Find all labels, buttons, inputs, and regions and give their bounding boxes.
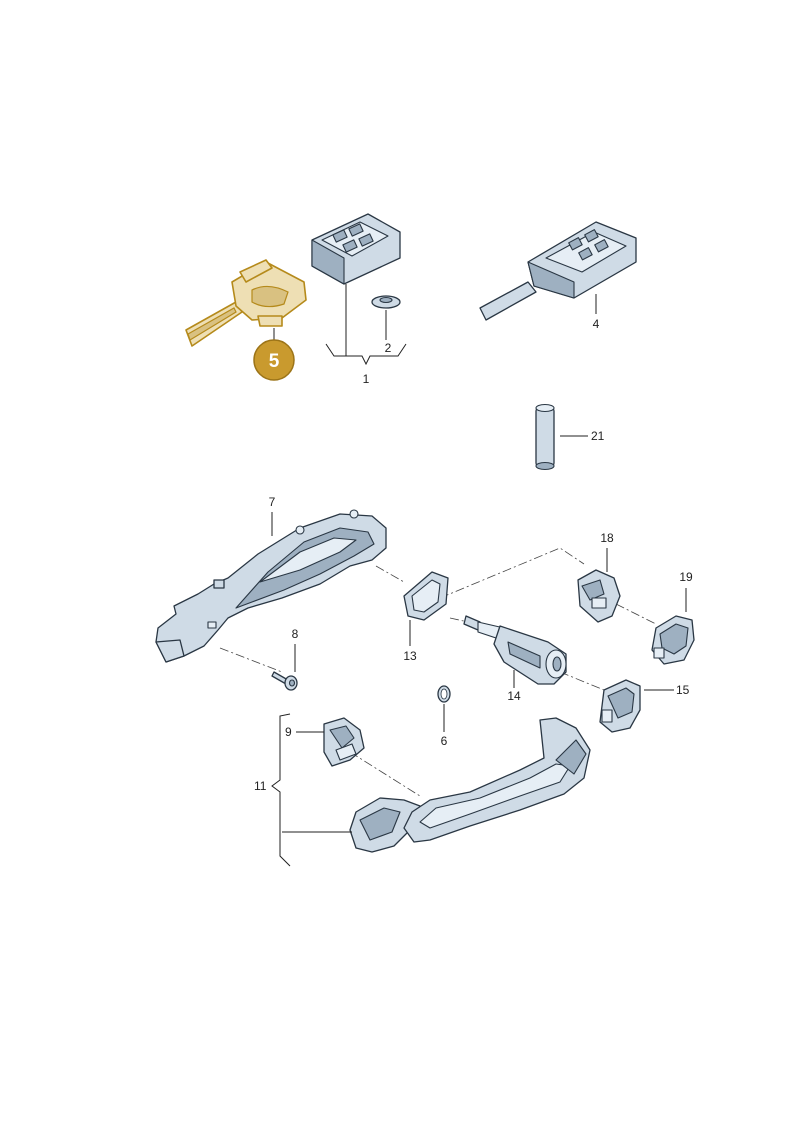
part-14-lock-cylinder[interactable] bbox=[463, 615, 567, 685]
part-11-label: 11 bbox=[254, 779, 267, 793]
part-14-label: 14 bbox=[507, 689, 521, 703]
part-1-bracket bbox=[325, 343, 407, 366]
part-13-label: 13 bbox=[403, 649, 417, 663]
part-5-label: 5 bbox=[269, 351, 280, 372]
part-1-remote-housing[interactable] bbox=[311, 213, 401, 285]
part-4-label: 4 bbox=[593, 317, 600, 331]
part-19-label: 19 bbox=[679, 570, 693, 584]
part-11-bracket bbox=[271, 713, 291, 867]
part-18-label: 18 bbox=[600, 531, 614, 545]
assembly-lines bbox=[219, 547, 657, 797]
part-5-key-blade[interactable] bbox=[185, 259, 307, 347]
part-1-label: 1 bbox=[363, 372, 370, 386]
part-18-cap[interactable] bbox=[577, 569, 621, 623]
part-13-gasket[interactable] bbox=[403, 571, 449, 621]
part-19-cap[interactable] bbox=[651, 615, 695, 665]
part-9-bracket[interactable] bbox=[323, 717, 365, 767]
part-8-screw[interactable] bbox=[271, 671, 298, 691]
part-6-label: 6 bbox=[441, 734, 448, 748]
part-6-o-ring[interactable] bbox=[437, 685, 451, 703]
part-8-label: 8 bbox=[292, 627, 299, 641]
part-7-label: 7 bbox=[269, 495, 276, 509]
part-7-handle-carrier[interactable] bbox=[155, 509, 387, 663]
part-9-label: 9 bbox=[285, 725, 292, 739]
part-4-folding-key[interactable] bbox=[479, 221, 637, 321]
part-21-label: 21 bbox=[591, 429, 605, 443]
part-15-label: 15 bbox=[676, 683, 690, 697]
part-5-badge[interactable]: 5 bbox=[253, 339, 295, 381]
part-2-label: 2 bbox=[385, 341, 392, 355]
part-15-cap[interactable] bbox=[599, 679, 641, 733]
part-11-door-handle[interactable] bbox=[349, 717, 591, 853]
part-2-battery-cell[interactable] bbox=[371, 295, 401, 309]
part-21-pin[interactable] bbox=[535, 403, 555, 471]
